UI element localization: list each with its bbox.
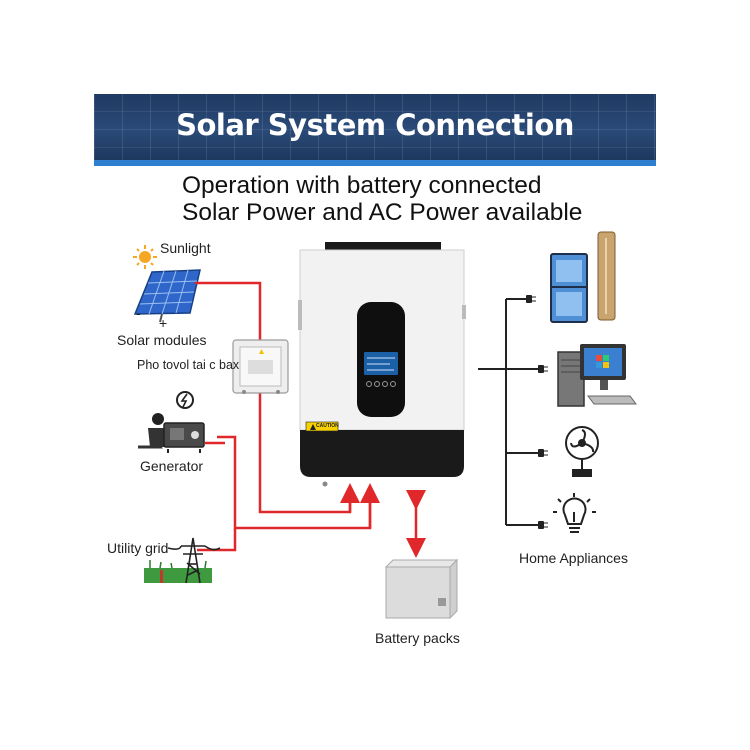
banner-title: Solar System Connection [176, 108, 574, 142]
plug-icons [526, 295, 548, 529]
banner-stripe [94, 160, 656, 166]
subtitle-line-2: Solar Power and AC Power available [182, 199, 583, 226]
refrigerator-icon [550, 253, 588, 323]
generator-label: Generator [140, 458, 204, 474]
power-tower-icon [144, 537, 221, 584]
solar-panel-background [94, 94, 656, 166]
plus-terminal-label: + [159, 315, 168, 331]
title-banner: Solar System Connection [94, 94, 656, 166]
sunlight-label: Sunlight [160, 240, 211, 256]
output-connection-lines [478, 298, 540, 526]
subtitle-line-1: Operation with battery connected [182, 172, 542, 199]
solar-panel-icon [133, 269, 201, 323]
battery-pack-icon [384, 558, 459, 620]
home-appliances-label: Home Appliances [519, 550, 628, 566]
solar-modules-label: Solar modules [117, 332, 207, 348]
utility-grid-label: Utility grid [107, 540, 169, 556]
combiner-box-icon [232, 339, 289, 394]
generator-icon [138, 391, 205, 453]
water-heater-icon [597, 231, 616, 321]
fan-icon [565, 426, 599, 477]
minus-terminal-label: - [136, 305, 141, 321]
caution-label: CAUTION [316, 423, 339, 429]
sun-icon [133, 245, 157, 269]
computer-icon [557, 344, 637, 407]
combiner-box-label: Pho tovol tai c bax [137, 358, 240, 372]
hybrid-inverter [298, 242, 466, 487]
light-bulb-icon [553, 493, 596, 533]
battery-packs-label: Battery packs [375, 630, 460, 646]
